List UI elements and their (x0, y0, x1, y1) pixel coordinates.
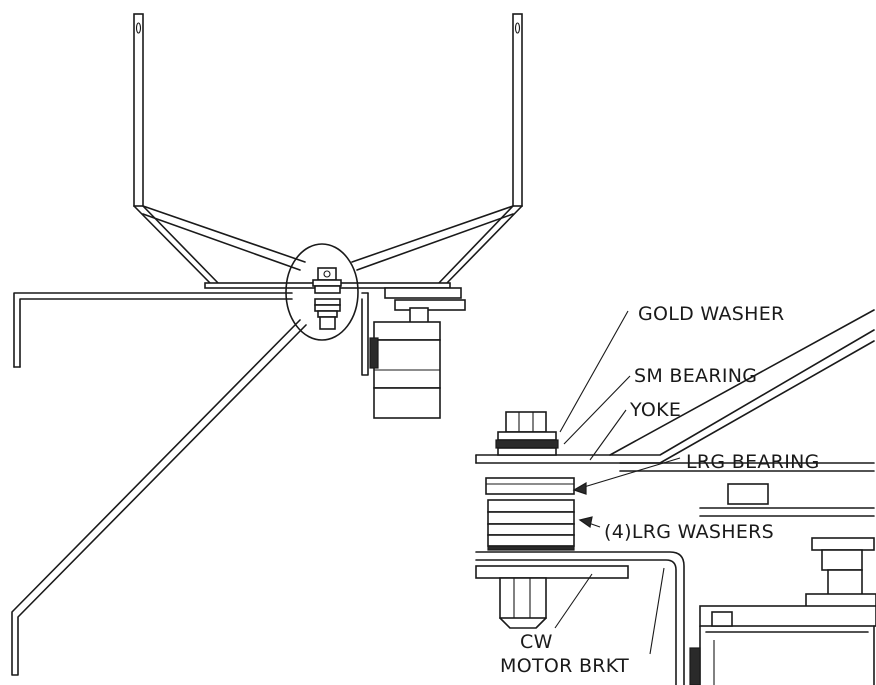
motor-bracket-detail (475, 551, 685, 685)
label-gold-washer: GOLD WASHER (638, 303, 785, 325)
label-motor-brkt: MOTOR BRKT (500, 655, 629, 677)
label-cw: CW (520, 631, 553, 653)
label-yoke: YOKE (629, 399, 681, 421)
overview-view (11, 13, 523, 676)
lower-stack-detail (485, 477, 575, 551)
motor-detail (689, 483, 876, 685)
label-lrg-washers: (4)LRG WASHERS (604, 521, 774, 543)
base-arm (11, 292, 369, 676)
motor-overview (369, 287, 466, 419)
label-sm-bearing: SM BEARING (634, 365, 757, 387)
label-lrg-bearing: LRG BEARING (686, 451, 820, 473)
leader-lines (554, 310, 681, 655)
top-nut-detail (495, 411, 559, 456)
detail-view: GOLD WASHER SM BEARING YOKE LRG BEARING … (475, 303, 876, 685)
detail-circle (285, 243, 359, 341)
yoke-frame (133, 13, 523, 289)
bearing-stack-overview (312, 267, 342, 330)
